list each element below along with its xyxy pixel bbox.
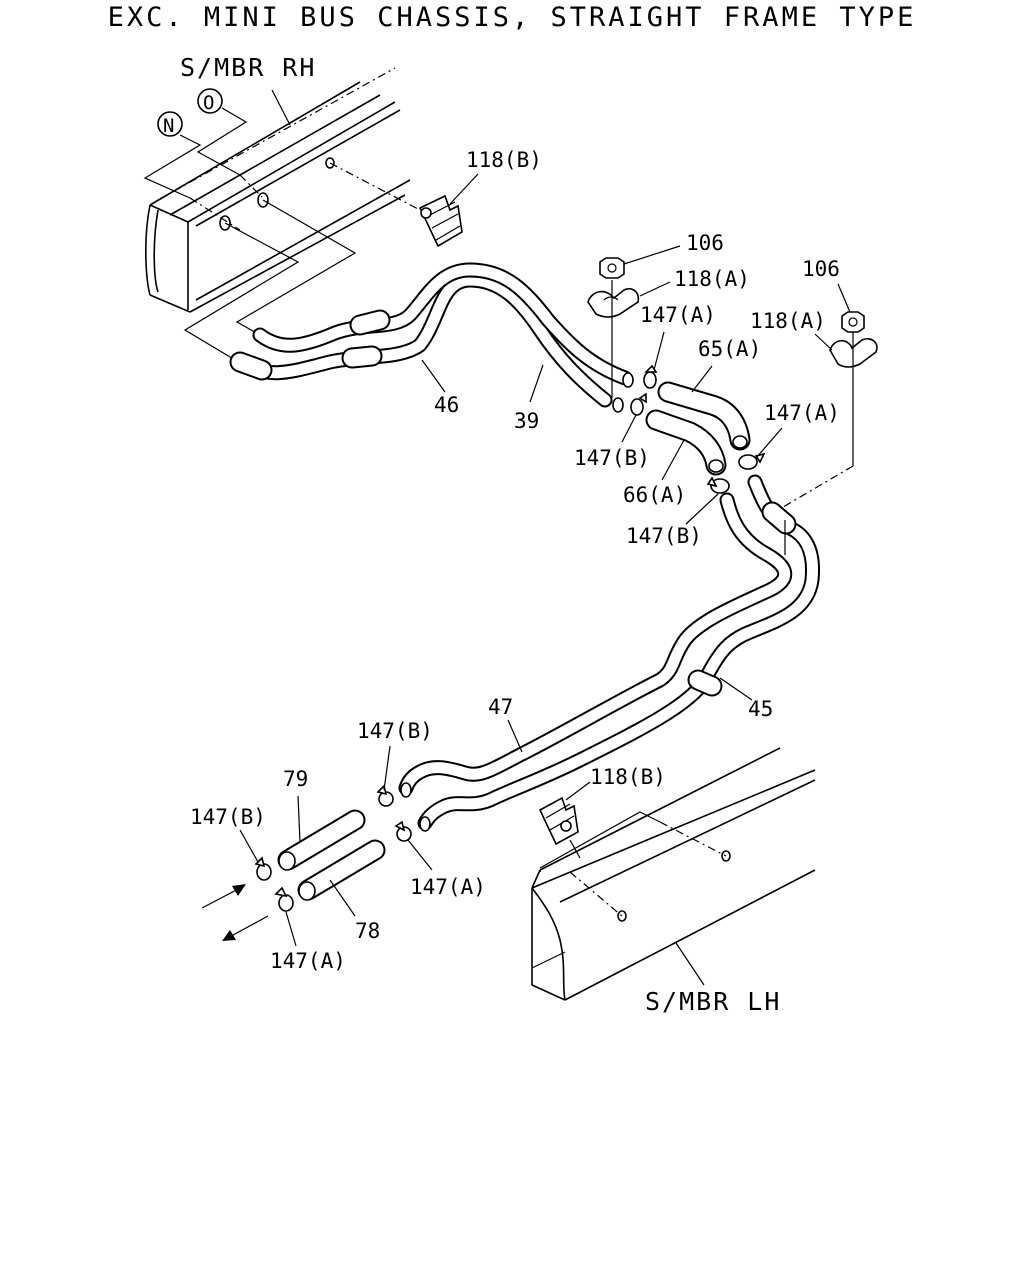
- nut-106-b: [841, 311, 865, 333]
- frame-label-lh: S/MBR LH: [645, 987, 781, 1016]
- callout-147a-2: 147(A): [764, 401, 840, 425]
- marker-o-text: O: [203, 92, 214, 114]
- reference-marker-n: N: [143, 111, 241, 231]
- hose-clamp-147a-4: [274, 886, 294, 912]
- callout-118a-b: 118(A): [750, 309, 826, 333]
- callout-147b-4: 147(B): [190, 805, 266, 829]
- callout-106-a: 106: [686, 231, 724, 255]
- clamp-118b-bottom: [538, 796, 579, 846]
- pipe-39: [252, 262, 633, 386]
- pipe-45: [417, 474, 821, 831]
- flow-arrow-in: [201, 884, 246, 909]
- clamp-118a-a: [587, 287, 640, 318]
- callout-39: 39: [514, 409, 539, 433]
- callout-46: 46: [434, 393, 459, 417]
- hose-clamp-147b-4: [254, 856, 272, 881]
- hose-79: [277, 809, 366, 871]
- clamp-118b-top: [418, 194, 463, 248]
- callout-147a-1: 147(A): [640, 303, 716, 327]
- pipe-46: [229, 272, 613, 408]
- reference-marker-o: O: [196, 88, 263, 198]
- callout-65a: 65(A): [698, 337, 761, 361]
- callout-78: 78: [355, 919, 380, 943]
- hose-66a: [645, 409, 727, 476]
- flow-arrow-out: [222, 915, 269, 941]
- hose-clamp-147a-3: [394, 820, 412, 842]
- diagram-title: EXC. MINI BUS CHASSIS, STRAIGHT FRAME TY…: [107, 2, 917, 33]
- hose-clamp-147b-3: [376, 784, 394, 807]
- callout-118b-bottom: 118(B): [590, 765, 666, 789]
- callout-45: 45: [748, 697, 773, 721]
- callout-147b-3: 147(B): [357, 719, 433, 743]
- callout-118a-a: 118(A): [674, 267, 750, 291]
- pipe-47: [398, 492, 793, 796]
- hose-65a: [657, 381, 751, 451]
- hose-clamp-147b-1: [630, 392, 647, 416]
- callout-79: 79: [283, 767, 308, 791]
- nut-106-a: [599, 257, 625, 279]
- callout-47: 47: [488, 695, 513, 719]
- side-member-rh: [145, 67, 411, 313]
- callout-147b-1: 147(B): [574, 446, 650, 470]
- hose-78: [297, 839, 386, 901]
- frame-label-rh: S/MBR RH: [180, 53, 316, 82]
- side-member-lh: [531, 747, 816, 1001]
- callout-147b-2: 147(B): [626, 524, 702, 548]
- callout-147a-4: 147(A): [270, 949, 346, 973]
- callout-106-b: 106: [802, 257, 840, 281]
- callout-66a: 66(A): [623, 483, 686, 507]
- marker-n-text: N: [163, 115, 174, 137]
- hose-clamp-147b-2: [706, 476, 730, 494]
- callout-147a-3: 147(A): [410, 875, 486, 899]
- hose-clamp-147a-2: [738, 452, 766, 470]
- callout-118b-top: 118(B): [466, 148, 542, 172]
